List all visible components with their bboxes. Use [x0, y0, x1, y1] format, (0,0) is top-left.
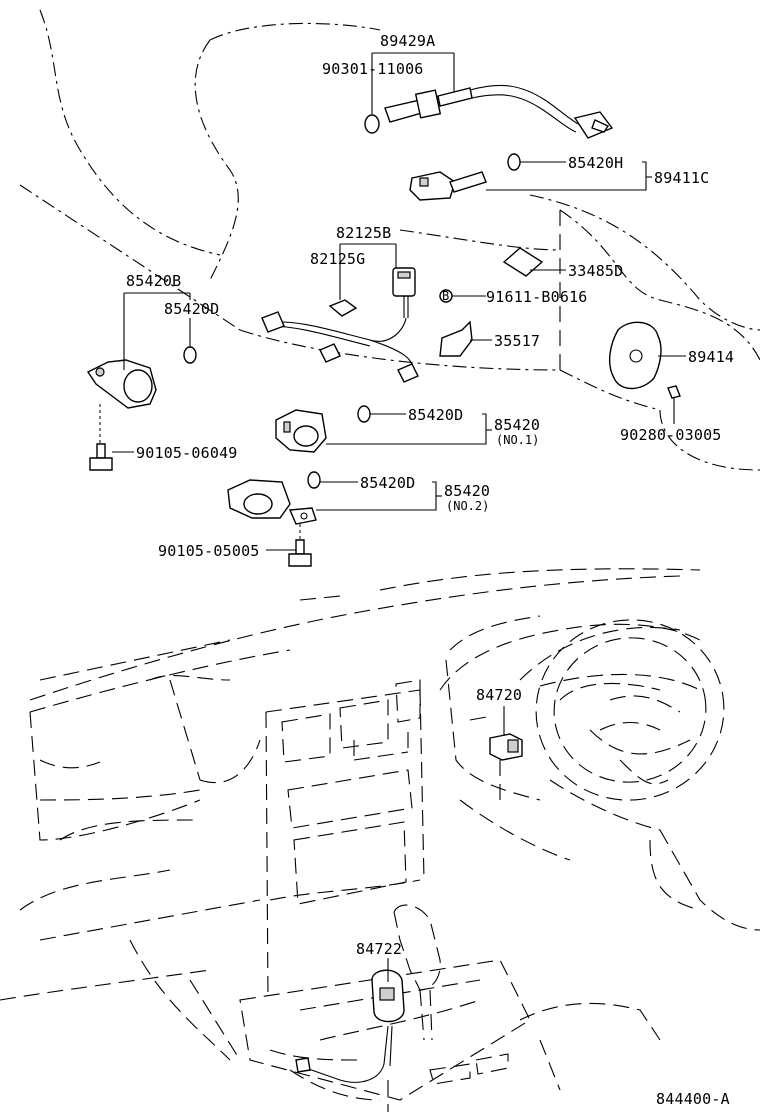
- sensor-85420-no1: [275, 409, 327, 453]
- label-89414: 89414: [688, 348, 734, 366]
- label-85420D-c: 85420D: [360, 474, 415, 492]
- label-85420B: 85420B: [126, 272, 181, 290]
- label-89429A: 89429A: [380, 32, 435, 50]
- gear-shift: [239, 904, 661, 1101]
- label-84720: 84720: [476, 686, 522, 704]
- label-33485D: 33485D: [568, 262, 623, 280]
- switch-84722: [295, 969, 405, 1083]
- wire-harness: [261, 311, 419, 383]
- connector-82125: [392, 267, 416, 318]
- label-85420H: 85420H: [568, 154, 623, 172]
- label-85420-no2: 85420: [444, 482, 490, 500]
- leader-lines: [112, 52, 686, 551]
- label-90301-11006: 90301-11006: [322, 60, 424, 78]
- screw-90280-03005: [667, 385, 681, 399]
- label-89411C: 89411C: [654, 169, 709, 187]
- label-82125B: 82125B: [336, 224, 391, 242]
- sensor-85420-no2: [227, 479, 317, 525]
- label-85420D-b: 85420D: [408, 406, 463, 424]
- switch-84720: [489, 733, 523, 761]
- label-90280-03005: 90280-03005: [620, 426, 722, 444]
- label-91611-B0616: 91611-B0616: [486, 288, 588, 306]
- label-85420-no2-note: (NO.2): [446, 499, 489, 513]
- label-90105-06049: 90105-06049: [136, 444, 238, 462]
- label-90105-05005: 90105-05005: [158, 542, 260, 560]
- bolt-marker: B: [442, 289, 449, 303]
- bolt-90105-06049: [89, 443, 113, 471]
- ring-85420D-b: [357, 405, 371, 423]
- speed-sensor-85420B: [86, 359, 157, 409]
- ring-85420D-a: [183, 346, 197, 364]
- grommet-82125G: [328, 299, 358, 317]
- dashboard-outline: [0, 568, 760, 1061]
- temperature-sensor-89429A: [384, 84, 614, 139]
- bolt-90105-05005: [288, 539, 312, 567]
- label-82125G: 82125G: [310, 250, 365, 268]
- label-85420-no1-note: (NO.1): [496, 433, 539, 447]
- label-85420-no1: 85420: [494, 416, 540, 434]
- figure-code: 844400-A: [656, 1090, 730, 1108]
- part-labels: 89429A 90301-11006 85420H 89411C 82125B …: [126, 32, 734, 1108]
- engine-outline: [19, 9, 760, 471]
- switch-89411C: [409, 171, 487, 201]
- ring-85420D-c: [307, 471, 321, 489]
- label-84722: 84722: [356, 940, 402, 958]
- ring-85420H: [507, 153, 521, 171]
- label-35517: 35517: [494, 332, 540, 350]
- sensor-89414-hole: [629, 349, 643, 363]
- label-85420D-a: 85420D: [164, 300, 219, 318]
- gasket-90301-11006: [364, 114, 380, 134]
- clamp-33485D: [502, 247, 544, 277]
- sensor-89414: [608, 321, 662, 390]
- bracket-35517: [439, 320, 473, 357]
- steering-wheel: [535, 619, 725, 801]
